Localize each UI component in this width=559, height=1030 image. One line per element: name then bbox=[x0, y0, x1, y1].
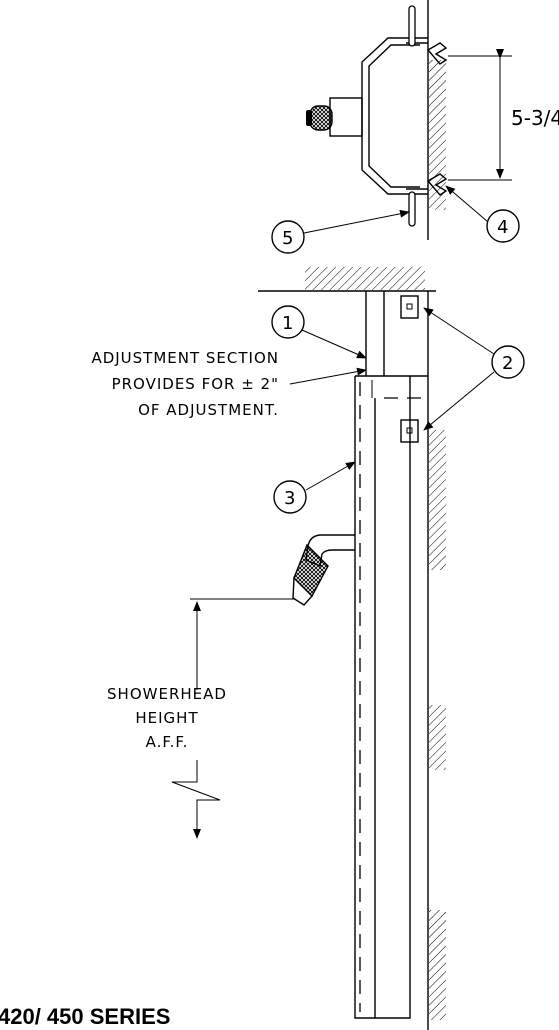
elevation bbox=[171, 267, 446, 1030]
wall-hatch-2 bbox=[429, 705, 446, 770]
note-showerhead-line-2: HEIGHT bbox=[135, 709, 198, 727]
bracket-lower bbox=[400, 419, 419, 443]
svg-text:5: 5 bbox=[282, 228, 293, 249]
anchor-top bbox=[426, 42, 448, 65]
note-showerhead-line-1: SHOWERHEAD bbox=[107, 685, 227, 703]
screw-bottom bbox=[408, 191, 416, 227]
screw-top bbox=[408, 5, 416, 47]
callout-3: 3 bbox=[273, 461, 356, 514]
top-showerhead bbox=[309, 105, 333, 131]
bracket-inner bbox=[368, 44, 420, 188]
svg-text:4: 4 bbox=[497, 217, 508, 238]
svg-text:3: 3 bbox=[284, 488, 295, 509]
adjustment-leader bbox=[289, 367, 367, 385]
wall-hatch-1 bbox=[429, 430, 446, 570]
callout-2: 2 bbox=[423, 307, 525, 431]
break-symbol bbox=[171, 760, 221, 839]
note-adjustment-line-1: ADJUSTMENT SECTION bbox=[91, 349, 279, 367]
wall-hatch-3 bbox=[429, 910, 446, 1020]
callout-5: 5 bbox=[271, 209, 410, 254]
callout-4: 4 bbox=[445, 185, 520, 243]
bracket-outer bbox=[361, 37, 428, 195]
top-detail: 5-3/4" bbox=[306, 0, 559, 240]
callout-1: 1 bbox=[271, 305, 367, 359]
column-outline bbox=[354, 376, 411, 1019]
dimension-label: 5-3/4" bbox=[511, 106, 559, 130]
top-arm bbox=[329, 97, 363, 137]
anchor-bottom bbox=[426, 173, 448, 196]
note-showerhead-line-3: A.F.F. bbox=[146, 733, 189, 751]
top-showerhead-face bbox=[306, 110, 312, 126]
svg-text:2: 2 bbox=[502, 353, 513, 374]
note-adjustment-line-3: OF ADJUSTMENT. bbox=[138, 401, 279, 419]
series-title: 420/ 450 SERIES bbox=[0, 1004, 170, 1029]
top-wall-hatch bbox=[429, 60, 446, 210]
ceiling-hatch bbox=[305, 267, 425, 290]
bracket-upper bbox=[400, 295, 419, 319]
svg-text:1: 1 bbox=[282, 313, 293, 334]
note-adjustment-line-2: PROVIDES FOR ± 2" bbox=[112, 375, 279, 393]
